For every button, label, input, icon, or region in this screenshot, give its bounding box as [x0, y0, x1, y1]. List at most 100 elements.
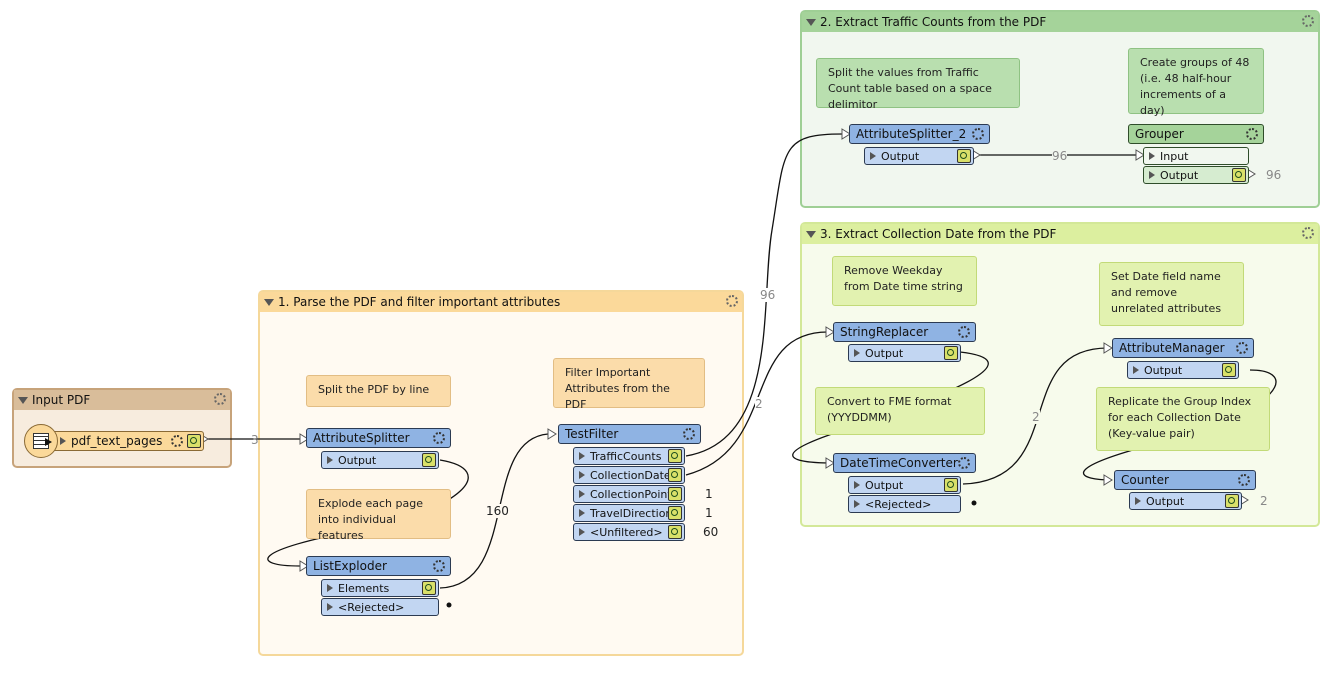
port-label: Elements: [338, 581, 390, 595]
inspect-icon[interactable]: [422, 581, 436, 595]
count-collection-date: 2: [755, 397, 763, 411]
port-label: <Unfiltered>: [590, 525, 663, 539]
bookmark-parse-title: 1. Parse the PDF and filter important at…: [278, 295, 561, 309]
port-rejected[interactable]: <Rejected>: [321, 598, 439, 616]
gear-icon[interactable]: [1246, 128, 1258, 140]
gear-icon[interactable]: [1236, 342, 1248, 354]
annotation-groups[interactable]: Create groups of 48 (i.e. 48 half-hour i…: [1128, 48, 1264, 117]
gear-icon[interactable]: [433, 432, 445, 444]
transformer-list-exploder[interactable]: ListExploder: [306, 556, 451, 576]
bookmark-input-header[interactable]: Input PDF: [14, 390, 230, 410]
port-output[interactable]: Output: [848, 344, 961, 362]
inspect-icon[interactable]: [668, 506, 682, 520]
port-label: Output: [1146, 494, 1185, 508]
annotation-replicate[interactable]: Replicate the Group Index for each Colle…: [1096, 387, 1270, 451]
transformer-attribute-splitter-2[interactable]: AttributeSplitter_2: [849, 124, 990, 144]
transformer-attribute-splitter[interactable]: AttributeSplitter: [306, 428, 451, 448]
gear-icon[interactable]: [1238, 474, 1250, 486]
port-label: Output: [865, 478, 904, 492]
port-collection-date[interactable]: CollectionDate: [573, 466, 685, 484]
transformer-name: TestFilter: [565, 427, 619, 441]
bookmark-date-header[interactable]: 3. Extract Collection Date from the PDF: [802, 224, 1318, 244]
port-travel-direction[interactable]: TravelDirection: [573, 504, 685, 522]
annotation-split-values[interactable]: Split the values from Traffic Count tabl…: [816, 58, 1020, 111]
annotation-split-pdf[interactable]: Split the PDF by line: [306, 375, 451, 407]
port-output[interactable]: Output: [321, 451, 439, 469]
port-label: <Rejected>: [865, 497, 932, 511]
port-output[interactable]: Output: [1129, 492, 1242, 510]
reader-format-icon: [24, 424, 58, 458]
transformer-name: Counter: [1121, 473, 1169, 487]
bookmark-traffic-title: 2. Extract Traffic Counts from the PDF: [820, 15, 1047, 29]
transformer-grouper[interactable]: Grouper: [1128, 124, 1264, 144]
port-unfiltered[interactable]: <Unfiltered>: [573, 523, 685, 541]
transformer-datetime-converter[interactable]: DateTimeConverter: [833, 453, 976, 473]
port-traffic-counts[interactable]: TrafficCounts: [573, 447, 685, 465]
arrow-icon: [45, 438, 52, 446]
gear-icon[interactable]: [683, 428, 695, 440]
port-input[interactable]: Input: [1143, 147, 1249, 165]
transformer-counter[interactable]: Counter: [1114, 470, 1256, 490]
gear-icon[interactable]: [958, 457, 970, 469]
reader-pdf[interactable]: pdf_text_pages: [50, 431, 204, 451]
bookmark-date-title: 3. Extract Collection Date from the PDF: [820, 227, 1057, 241]
inspect-icon[interactable]: [957, 149, 971, 163]
gear-icon[interactable]: [726, 295, 738, 307]
inspect-icon[interactable]: [668, 487, 682, 501]
reader-name: pdf_text_pages: [71, 434, 163, 448]
gear-icon[interactable]: [214, 393, 226, 405]
port-output[interactable]: Output: [864, 147, 974, 165]
inspect-icon[interactable]: [668, 449, 682, 463]
count-reader-splitter: 3: [251, 433, 259, 447]
inspect-icon[interactable]: [187, 434, 201, 448]
count-grouper-output: 96: [1266, 168, 1282, 182]
gear-icon[interactable]: [1302, 15, 1314, 27]
gear-icon[interactable]: [958, 326, 970, 338]
inspect-icon[interactable]: [944, 346, 958, 360]
port-output[interactable]: Output: [1143, 166, 1249, 184]
count-exploder-filter: 160: [486, 504, 509, 518]
inspect-icon[interactable]: [1225, 494, 1239, 508]
collapse-icon[interactable]: [806, 230, 816, 238]
count-converter-manager: 2: [1032, 410, 1040, 424]
annotation-explode[interactable]: Explode each page into individual featur…: [306, 489, 451, 542]
transformer-attribute-manager[interactable]: AttributeManager: [1112, 338, 1254, 358]
port-elements[interactable]: Elements: [321, 579, 439, 597]
annotation-filter[interactable]: Filter Important Attributes from the PDF: [553, 358, 705, 411]
port-label: CollectionDate: [590, 468, 671, 482]
inspect-icon[interactable]: [944, 478, 958, 492]
port-label: Output: [338, 453, 377, 467]
inspect-icon[interactable]: [1232, 168, 1246, 182]
gear-icon[interactable]: [1302, 227, 1314, 239]
port-output[interactable]: Output: [1127, 361, 1239, 379]
inspect-icon[interactable]: [422, 453, 436, 467]
port-label: Output: [865, 346, 904, 360]
transformer-test-filter[interactable]: TestFilter: [558, 424, 701, 444]
annotation-datefield[interactable]: Set Date field name and remove unrelated…: [1099, 262, 1244, 326]
gear-icon[interactable]: [171, 435, 183, 447]
annotation-convert[interactable]: Convert to FME format (YYYDDMM): [815, 387, 985, 435]
gear-icon[interactable]: [972, 128, 984, 140]
inspect-icon[interactable]: [1222, 363, 1236, 377]
transformer-string-replacer[interactable]: StringReplacer: [833, 322, 976, 342]
annotation-weekday[interactable]: Remove Weekday from Date time string: [832, 256, 977, 306]
bookmark-parse-header[interactable]: 1. Parse the PDF and filter important at…: [260, 292, 742, 312]
output-arrow-icon: [60, 437, 66, 445]
bookmark-traffic-header[interactable]: 2. Extract Traffic Counts from the PDF: [802, 12, 1318, 32]
port-collection-point[interactable]: CollectionPoint: [573, 485, 685, 503]
inspect-icon[interactable]: [668, 468, 682, 482]
count-unfiltered: 60: [703, 525, 719, 539]
collapse-icon[interactable]: [18, 396, 28, 404]
gear-icon[interactable]: [433, 560, 445, 572]
transformer-name: Grouper: [1135, 127, 1184, 141]
inspect-icon[interactable]: [668, 525, 682, 539]
port-rejected[interactable]: <Rejected>: [848, 495, 961, 513]
count-collection-point: 1: [705, 487, 713, 501]
port-output[interactable]: Output: [848, 476, 961, 494]
port-label: Output: [1160, 168, 1199, 182]
transformer-name: AttributeSplitter_2: [856, 127, 967, 141]
transformer-name: DateTimeConverter: [840, 456, 958, 470]
bookmark-input-title: Input PDF: [32, 393, 91, 407]
collapse-icon[interactable]: [264, 298, 274, 306]
collapse-icon[interactable]: [806, 18, 816, 26]
